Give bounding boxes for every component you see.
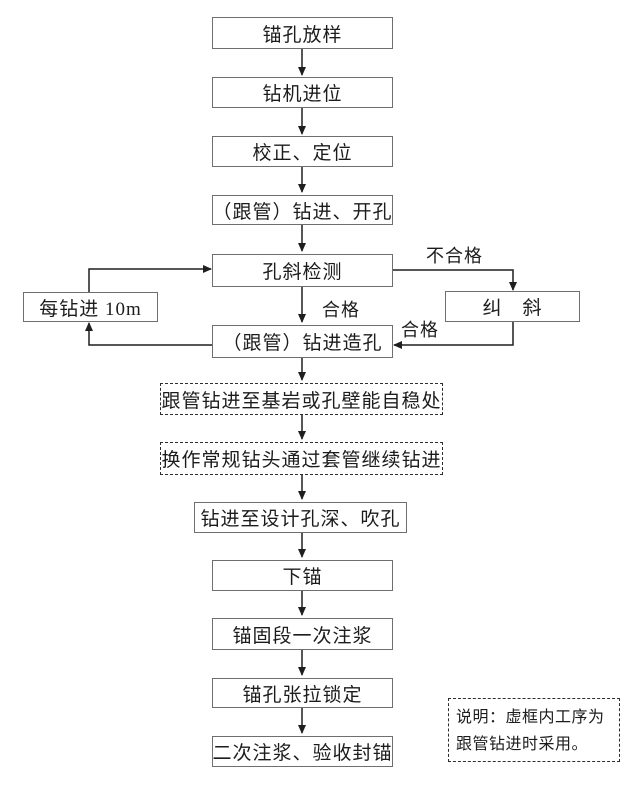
connector-drill-to-every10m — [85, 322, 212, 346]
node-deviation-rectification: 纠 斜 — [445, 291, 580, 322]
node-calibration-positioning: 校正、定位 — [212, 136, 393, 167]
edge-label-qualified-back: 合格 — [401, 320, 439, 340]
edge-label-unqualified: 不合格 — [426, 246, 483, 266]
edge-label-qualified-down: 合格 — [322, 300, 360, 320]
node-secondary-grouting-acceptance: 二次注浆、验收封锚 — [212, 736, 393, 767]
node-casing-to-bedrock-dashed: 跟管钻进至基岩或孔壁能自稳处 — [160, 383, 443, 415]
node-tension-locking: 锚孔张拉锁定 — [212, 678, 393, 708]
connector-check-fail-to-rectify — [393, 269, 517, 291]
node-anchor-hole-layout: 锚孔放样 — [212, 17, 393, 49]
node-casing-drill-opening: （跟管）钻进、开孔 — [212, 195, 393, 225]
note-box: 说明：虚框内工序为跟管钻进时采用。 — [448, 698, 620, 762]
node-install-anchor: 下锚 — [212, 560, 393, 591]
node-casing-drilling-hole: （跟管）钻进造孔 — [212, 325, 393, 358]
node-rig-positioning: 钻机进位 — [212, 77, 393, 108]
node-every-10m-drilled: 每钻进 10m — [23, 292, 158, 322]
node-switch-regular-bit-dashed: 换作常规钻头通过套管继续钻进 — [160, 442, 443, 475]
connector-every10m-to-check — [88, 265, 212, 292]
node-primary-grouting: 锚固段一次注浆 — [212, 618, 393, 650]
node-drill-to-design-depth: 钻进至设计孔深、吹孔 — [194, 502, 407, 533]
node-hole-deviation-check: 孔斜检测 — [212, 254, 393, 287]
